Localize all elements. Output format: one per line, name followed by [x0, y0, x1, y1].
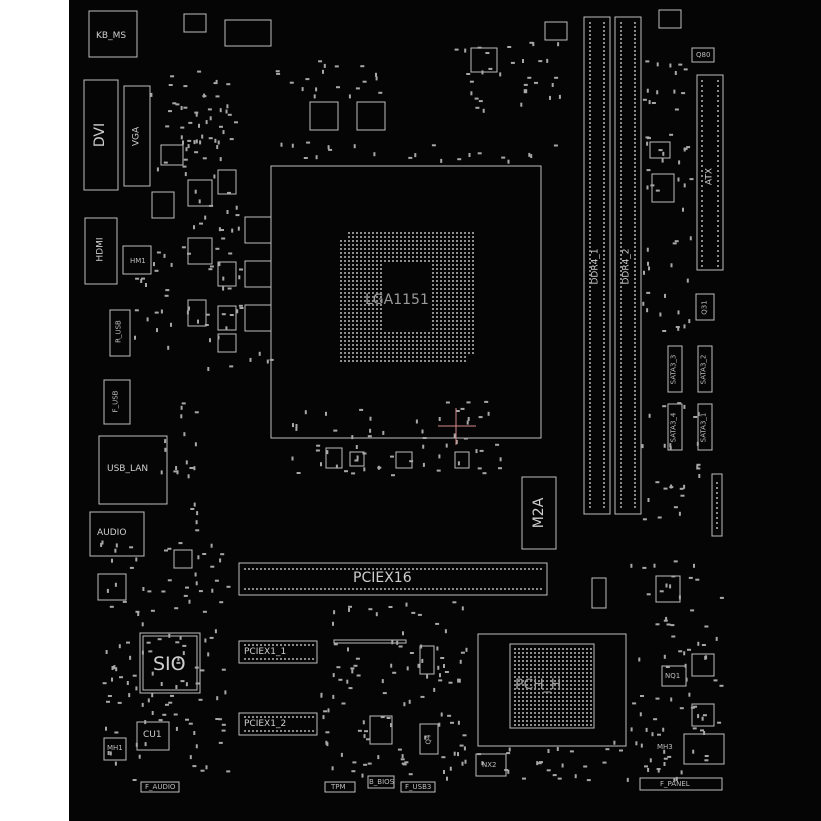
pciex1-1-slot — [238, 640, 318, 664]
motherboard-boardview — [69, 0, 821, 821]
label-sata3-4: SATA3_4 — [669, 412, 678, 443]
label-audio: AUDIO — [97, 528, 127, 538]
label-nq1: NQ1 — [665, 672, 681, 680]
label-vga: VGA — [131, 126, 142, 147]
r-usb-header — [109, 309, 131, 357]
label-q4: Q4 — [424, 734, 433, 745]
label-sata3-1: SATA3_1 — [699, 412, 708, 443]
label-f-usb: F_USB — [111, 390, 120, 413]
hdmi-port — [84, 217, 118, 285]
label-pciex1-1: PCIEX1_1 — [244, 647, 287, 657]
label-f-audio: F_AUDIO — [145, 783, 176, 791]
cpu-pin-field — [340, 232, 474, 362]
label-dvi: DVI — [92, 122, 108, 148]
label-ddr4-1: DDR4_1 — [590, 248, 601, 285]
dvi-port — [83, 79, 119, 191]
crosshair-marker — [438, 408, 476, 445]
label-pch: PCH_H — [515, 677, 562, 693]
label-pciex1-2: PCIEX1_2 — [244, 719, 287, 729]
cu1-chip — [136, 721, 170, 751]
label-r-usb: R_USB — [114, 320, 123, 343]
label-q80: Q80 — [696, 51, 711, 59]
label-nx2: NX2 — [482, 761, 497, 769]
label-f-usb3: F_USB3 — [405, 783, 432, 791]
ddr4-slot-2 — [614, 16, 642, 515]
label-sata3-3: SATA3_3 — [669, 354, 678, 385]
usb-lan-port — [98, 435, 168, 505]
pch-ball-field — [514, 648, 592, 726]
pciex1-2-slot — [238, 712, 318, 736]
label-f-panel: F_PANEL — [660, 780, 690, 788]
hm1-chip — [122, 245, 152, 275]
cpu-socket-outline — [270, 165, 542, 439]
label-cpu-socket: LGA1151 — [365, 292, 429, 308]
label-ddr4-2: DDR4_2 — [621, 248, 632, 285]
pciex16-slot — [238, 562, 548, 596]
label-m2a: M2A — [531, 497, 547, 529]
m2a-slot — [521, 476, 557, 550]
pch-package — [477, 633, 627, 747]
kb-ms-port — [88, 10, 138, 58]
label-sio: SIO — [153, 653, 186, 675]
label-bios: B_BIOS — [369, 778, 395, 786]
sio-chip — [139, 632, 201, 694]
label-atx: ATX — [704, 167, 715, 186]
label-sata3-2: SATA3_2 — [699, 354, 708, 385]
slot-pin-field — [244, 22, 719, 732]
label-usb-lan: USB_LAN — [107, 464, 149, 474]
label-kb-ms: KB_MS — [96, 31, 127, 41]
label-q31: Q31 — [700, 300, 709, 315]
label-mh3: MH3 — [657, 743, 673, 751]
label-hm1: HM1 — [130, 257, 146, 265]
label-cu1: CU1 — [143, 730, 162, 740]
ddr4-slot-1 — [583, 16, 611, 515]
label-mh1: MH1 — [107, 744, 123, 752]
label-hdmi: HDMI — [95, 237, 106, 262]
atx-connector — [696, 74, 724, 271]
f-usb-header — [103, 379, 131, 425]
mh1-chip — [103, 737, 127, 761]
audio-port — [89, 511, 145, 557]
smd-components — [100, 41, 724, 782]
vga-port — [123, 85, 151, 187]
label-pciex16: PCIEX16 — [353, 570, 412, 586]
label-tpm: TPM — [331, 783, 346, 791]
